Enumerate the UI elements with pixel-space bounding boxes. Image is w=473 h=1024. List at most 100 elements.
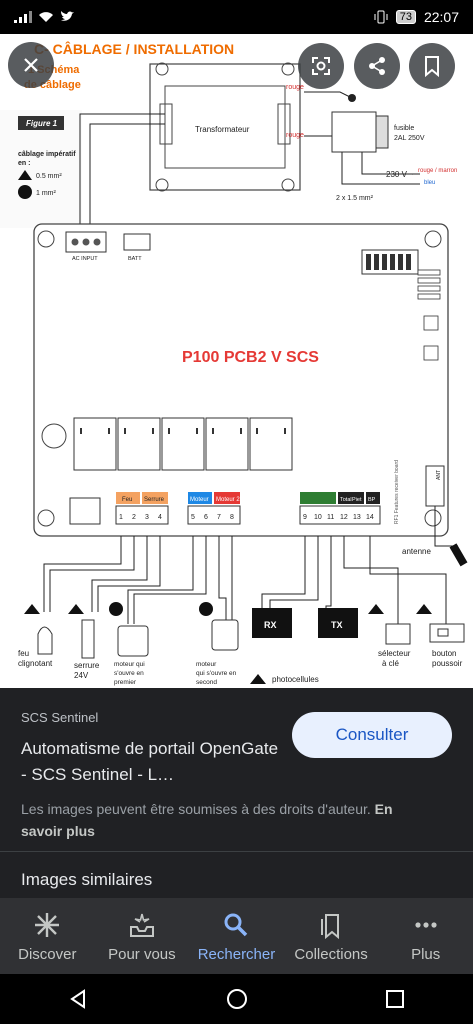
inbox-icon bbox=[129, 913, 154, 937]
lbl-serrure-2: 24V bbox=[74, 671, 89, 680]
legend-small: 0.5 mm² bbox=[36, 173, 62, 180]
terminal-10: 10 bbox=[314, 514, 322, 521]
lbl-moteur1-1: moteur qui bbox=[114, 661, 145, 668]
vibrate-icon bbox=[374, 10, 388, 24]
learn-more-link[interactable]: En savoir plus bbox=[21, 801, 393, 839]
back-icon[interactable] bbox=[68, 988, 90, 1010]
terminal-5: 5 bbox=[191, 514, 195, 521]
terminal-12: 12 bbox=[340, 514, 348, 521]
copyright-text: Les images peuvent être soumises à des d… bbox=[21, 801, 371, 817]
nav-collections-label: Collections bbox=[294, 945, 368, 963]
tx-label: TX bbox=[331, 620, 343, 630]
figure-label: Figure 1 bbox=[26, 119, 58, 128]
lbl-bouton-1: bouton bbox=[432, 649, 456, 658]
system-navigation bbox=[0, 974, 473, 1024]
nav-discover-label: Discover bbox=[18, 945, 77, 963]
group-moteur-2: Moteur 2 bbox=[216, 497, 240, 503]
status-bar: 73 22:07 bbox=[0, 0, 473, 34]
lens-button[interactable] bbox=[298, 43, 344, 89]
bookmark-button[interactable] bbox=[409, 43, 455, 89]
wire-bleu: bleu bbox=[424, 180, 435, 186]
ant-label: ANT bbox=[436, 470, 442, 480]
lbl-moteur2-3: second bbox=[196, 679, 217, 686]
terminal-9: 9 bbox=[303, 514, 307, 521]
nav-rechercher-label: Rechercher bbox=[197, 945, 276, 963]
share-button[interactable] bbox=[354, 43, 400, 89]
lens-icon bbox=[312, 57, 330, 75]
lbl-moteur1-3: premier bbox=[114, 679, 137, 686]
board-title: P100 PCB2 V SCS bbox=[182, 349, 319, 366]
board-side-label: RF1 Features receiver board bbox=[394, 460, 400, 524]
search-icon bbox=[224, 913, 248, 936]
divider bbox=[0, 851, 473, 852]
result-title[interactable]: Automatisme de portail OpenGate - SCS Se… bbox=[21, 739, 279, 784]
share-icon bbox=[369, 57, 385, 75]
nav-plus-label: Plus bbox=[411, 945, 441, 963]
nav-pour-vous-label: Pour vous bbox=[108, 945, 176, 963]
terminal-6: 6 bbox=[204, 514, 208, 521]
lbl-serrure-1: serrure bbox=[74, 661, 100, 670]
lbl-moteur2-1: moteur bbox=[196, 661, 217, 668]
nav-plus[interactable]: Plus bbox=[378, 898, 473, 974]
lbl-feu-2: clignotant bbox=[18, 659, 53, 668]
lbl-selecteur-2: à clé bbox=[382, 659, 399, 668]
legend-title-1: câblage impératif bbox=[18, 151, 76, 158]
terminal-13: 13 bbox=[353, 514, 361, 521]
result-source[interactable]: SCS Sentinel bbox=[21, 710, 99, 725]
image-preview[interactable]: C- CÂBLAGE / INSTALLATION 1 Schéma de câ… bbox=[0, 34, 473, 688]
cable-label: 2 x 1.5 mm² bbox=[336, 195, 374, 202]
home-icon[interactable] bbox=[225, 987, 249, 1011]
asterisk-icon bbox=[35, 912, 60, 937]
nav-collections[interactable]: Collections bbox=[284, 898, 379, 974]
legend-large: 1 mm² bbox=[36, 190, 57, 197]
terminal-3: 3 bbox=[145, 514, 149, 521]
group-feu: Feu bbox=[122, 497, 132, 503]
bottom-nav: Discover Pour vous Rechercher Collection… bbox=[0, 898, 473, 974]
ac-input-label: AC INPUT bbox=[72, 256, 98, 262]
nav-pour-vous[interactable]: Pour vous bbox=[95, 898, 190, 974]
clock: 22:07 bbox=[423, 9, 459, 25]
terminal-11: 11 bbox=[327, 514, 334, 521]
terminal-2: 2 bbox=[132, 514, 136, 521]
terminal-7: 7 bbox=[217, 514, 221, 521]
battery-indicator: 73 bbox=[395, 10, 416, 24]
more-icon bbox=[415, 921, 437, 928]
result-panel: SCS Sentinel Automatisme de portail Open… bbox=[0, 688, 473, 898]
wire-rouge-marron: rouge / marron bbox=[418, 168, 457, 174]
group-bp: BP bbox=[368, 497, 376, 503]
nav-discover[interactable]: Discover bbox=[0, 898, 95, 974]
terminal-4: 4 bbox=[158, 514, 162, 521]
close-button[interactable] bbox=[8, 42, 54, 88]
terminal-1: 1 bbox=[119, 514, 123, 521]
group-total: Total bbox=[340, 497, 352, 503]
lbl-photocellules: photocellules bbox=[272, 675, 319, 684]
antenne-label: antenne bbox=[402, 547, 431, 556]
signal-icon bbox=[14, 11, 32, 23]
lbl-feu-1: feu bbox=[18, 649, 29, 658]
consult-button[interactable]: Consulter bbox=[292, 712, 452, 758]
wire-rouge-mid: rouge bbox=[286, 132, 304, 139]
lbl-bouton-2: poussoir bbox=[432, 659, 463, 668]
bookmark-icon bbox=[425, 56, 439, 77]
group-moteur: Moteur bbox=[190, 497, 209, 503]
group-serrure: Serrure bbox=[144, 497, 165, 503]
transformer-label: Transformateur bbox=[195, 125, 250, 134]
lbl-selecteur-1: sélecteur bbox=[378, 649, 411, 658]
copyright-notice: Les images peuvent être soumises à des d… bbox=[21, 798, 421, 842]
diagram-heading: C- CÂBLAGE / INSTALLATION bbox=[34, 40, 234, 57]
wire-rouge-top: rouge bbox=[286, 84, 304, 91]
group-piet: Piet bbox=[352, 497, 362, 503]
similar-images-heading: Images similaires bbox=[21, 870, 153, 889]
twitter-icon bbox=[61, 11, 74, 21]
close-icon bbox=[24, 58, 38, 72]
wifi-icon bbox=[39, 12, 53, 22]
nav-rechercher[interactable]: Rechercher bbox=[189, 898, 284, 974]
wiring-diagram: C- CÂBLAGE / INSTALLATION 1 Schéma de câ… bbox=[0, 40, 468, 686]
lbl-moteur1-2: s'ouvre en bbox=[114, 670, 144, 677]
rx-label: RX bbox=[264, 620, 277, 630]
fuse-label-1: fusible bbox=[394, 125, 414, 132]
batt-label: BATT bbox=[128, 256, 142, 262]
recents-icon[interactable] bbox=[384, 988, 406, 1010]
fuse-label-2: 2AL 250V bbox=[394, 135, 425, 142]
legend-title-2: en : bbox=[18, 160, 30, 167]
